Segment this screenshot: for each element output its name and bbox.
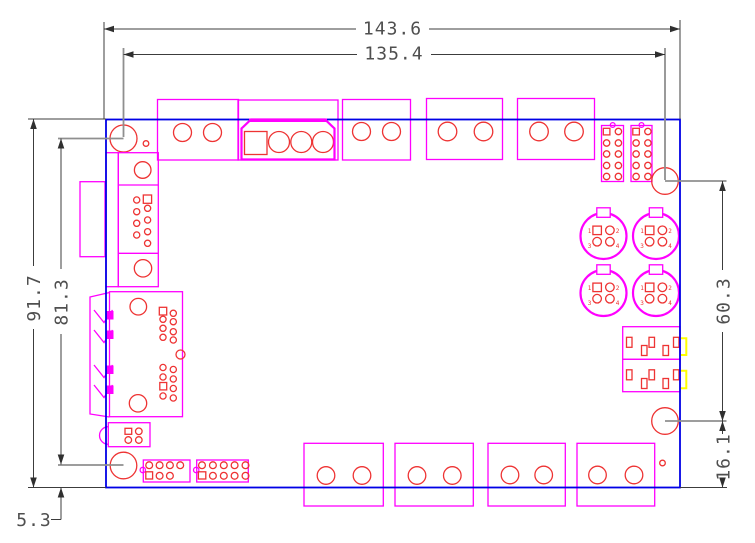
terminal-block [394,442,474,507]
db9-connector [79,152,159,288]
edge-marker [680,369,688,390]
pin-label: 3 [588,243,592,250]
pin-header-2x5 [630,121,653,183]
mini-din-connector: 1 2 3 4 [579,264,628,318]
dimension-16-1: 16.1 [714,421,735,488]
pin-label: 1 [640,285,644,292]
pin-label: 1 [588,285,592,292]
din-connector [89,291,186,418]
dimension-label: 81.3 [52,278,73,325]
dimension-60-3: 60.3 [714,181,735,421]
dimension-annotations: 143.6 135.4 91.7 81.3 [16,19,734,532]
board-outline [105,118,681,489]
dimension-5-3: 5.3 [16,487,65,531]
dimension-label: 143.6 [363,19,422,40]
edge-marker [680,337,688,356]
chamfered-connector-face [240,118,336,161]
dimension-91-7: 91.7 [24,119,45,488]
dimension-135-4: 135.4 [123,44,665,65]
dimension-label: 135.4 [364,44,423,65]
chamfered-connector [237,99,339,161]
components: 1 2 3 4 1 2 3 4 1 2 3 4 [79,97,688,507]
dimension-label: 16.1 [714,433,735,480]
dimension-143-6: 143.6 [104,19,680,40]
pin-label: 1 [640,228,644,235]
dimension-label: 91.7 [24,274,45,321]
mini-din-connector: 1 2 3 4 [579,207,628,261]
pin-label: 4 [668,243,672,250]
db9-shell [79,181,106,258]
dimension-label: 60.3 [714,277,735,324]
pin-header-2x5 [600,121,625,183]
fiducial [142,140,150,147]
terminal-block [487,442,566,507]
terminal-block [576,442,656,507]
pin-label: 4 [616,300,620,307]
terminal-block [425,97,504,161]
dimension-label: 5.3 [16,510,52,531]
dimension-81-3: 81.3 [52,138,73,465]
fiducial [659,459,666,467]
terminal-block [341,98,412,161]
pin-label: 3 [640,243,644,250]
terminal-block [156,98,240,161]
pin-label: 1 [588,228,592,235]
relay-footprint [622,326,681,360]
mini-din-connector: 1 2 3 4 [631,264,681,318]
pin-header-bottom [139,459,191,483]
pin-label: 3 [588,300,592,307]
pin-label: 2 [668,285,672,292]
mini-din-connector: 1 2 3 4 [631,207,681,261]
relay-footprint [622,358,681,393]
terminal-block [303,442,384,507]
pin-label: 2 [616,285,620,292]
pin-header-bottom [192,459,250,483]
pin-label: 3 [640,300,644,307]
small-connector-2x2 [98,422,151,448]
pin-label: 2 [668,228,672,235]
terminal-block [516,97,596,161]
pin-label: 4 [616,243,620,250]
pin-label: 4 [668,300,672,307]
pin-label: 2 [616,228,620,235]
